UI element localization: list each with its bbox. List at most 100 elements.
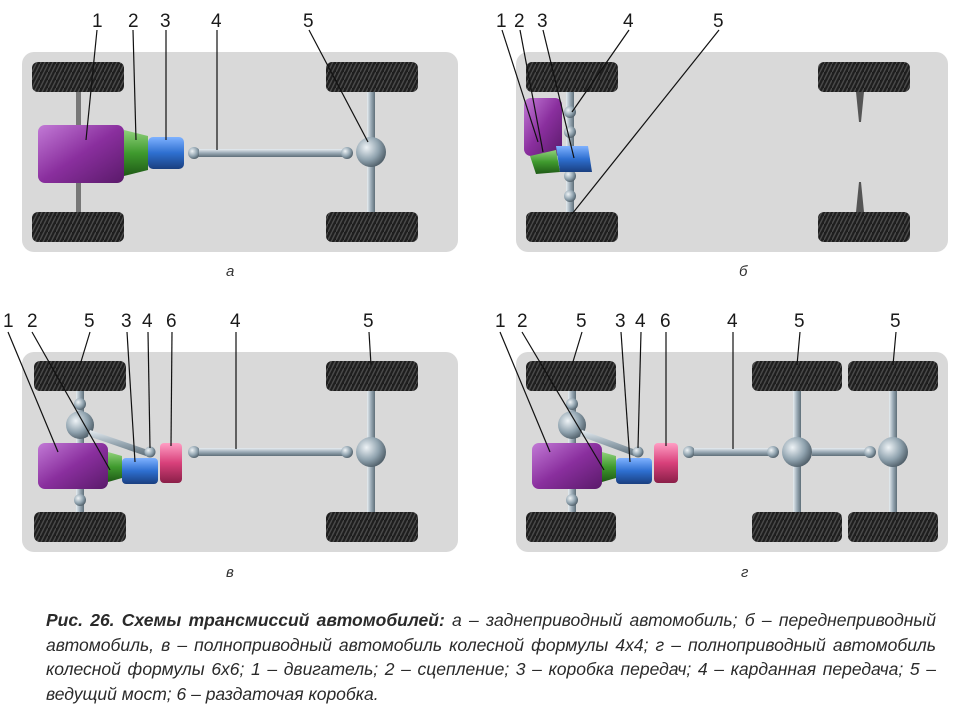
wheel [526, 62, 618, 92]
transfer-case [654, 443, 678, 483]
cv-joint [566, 494, 578, 506]
wheel [32, 212, 124, 242]
label-4: 4 [211, 11, 222, 32]
label-2: 2 [514, 11, 525, 32]
label-4: 4 [230, 311, 241, 332]
wheel [326, 62, 418, 92]
u-joint [341, 446, 353, 458]
front-propeller-shaft [88, 430, 148, 456]
clutch [602, 452, 616, 482]
cv-joint [74, 398, 86, 410]
u-joint [341, 147, 353, 159]
drive-axle-differential [356, 137, 386, 167]
wheel [326, 212, 418, 242]
wheel [34, 361, 126, 391]
front-propeller-shaft [580, 430, 636, 456]
panel-letter: в [226, 564, 234, 581]
u-joint [864, 446, 876, 458]
cv-joint [564, 106, 576, 118]
label-1: 1 [3, 311, 14, 332]
propeller-shaft [694, 448, 772, 456]
panel-g: 1 2 5 3 4 6 4 5 5 г [495, 311, 948, 581]
label-5: 5 [303, 11, 314, 32]
wheel [326, 512, 418, 542]
wheel [848, 512, 938, 542]
u-joint [144, 446, 156, 458]
wheel [326, 361, 418, 391]
label-5: 5 [713, 11, 724, 32]
u-joint [188, 147, 200, 159]
figure-caption: Рис. 26. Схемы трансмиссий автомобилей: … [46, 608, 936, 706]
propeller-shaft [199, 149, 344, 157]
clutch [108, 452, 122, 482]
wheel [818, 62, 910, 92]
u-joint [683, 446, 695, 458]
rear-drive-axle [356, 437, 386, 467]
wheel [34, 512, 126, 542]
label-5: 5 [576, 311, 587, 332]
engine [524, 98, 562, 156]
label-3: 3 [537, 11, 548, 32]
panel-b: 1 2 3 4 5 б [496, 11, 948, 280]
transmission-diagrams: 1 2 3 4 5 а 1 2 3 4 [3, 11, 948, 581]
label-2: 2 [128, 11, 139, 32]
wheel [526, 361, 616, 391]
rear-drive-axle [878, 437, 908, 467]
cv-joint [564, 126, 576, 138]
gearbox [556, 146, 592, 172]
rear-axle-stub [856, 182, 864, 212]
propeller-shaft [199, 448, 345, 456]
wheel [848, 361, 938, 391]
label-4: 4 [727, 311, 738, 332]
label-6: 6 [166, 311, 177, 332]
label-2: 2 [27, 311, 38, 332]
cv-joint [564, 190, 576, 202]
clutch [124, 130, 148, 176]
panel-a: 1 2 3 4 5 а [22, 11, 458, 280]
label-6: 6 [660, 311, 671, 332]
gearbox [616, 458, 652, 484]
label-5: 5 [890, 311, 901, 332]
wheel [752, 361, 842, 391]
u-joint [632, 446, 644, 458]
label-1: 1 [496, 11, 507, 32]
label-4: 4 [635, 311, 646, 332]
engine [38, 125, 124, 183]
u-joint [188, 446, 200, 458]
propeller-shaft [812, 448, 874, 456]
panel-letter: б [739, 263, 748, 280]
label-3: 3 [160, 11, 171, 32]
front-drive-axle [558, 411, 586, 439]
panel-v: 1 2 5 3 4 6 4 5 в [3, 311, 458, 581]
middle-drive-axle [782, 437, 812, 467]
caption-lead: Рис. 26. Схемы трансмиссий автомобилей: [46, 610, 445, 630]
engine [532, 443, 602, 489]
gearbox [148, 137, 184, 169]
label-2: 2 [517, 311, 528, 332]
caption-text: а – заднеприводный автомобиль; б – перед… [46, 610, 936, 704]
label-5: 5 [84, 311, 95, 332]
u-joint [767, 446, 779, 458]
label-4: 4 [623, 11, 634, 32]
clutch [530, 150, 560, 174]
transfer-case [160, 443, 182, 483]
cv-joint [564, 170, 576, 182]
panel-letter: а [226, 263, 234, 280]
front-drive-axle [66, 411, 94, 439]
label-1: 1 [92, 11, 103, 32]
label-5: 5 [363, 311, 374, 332]
rear-axle-stub [856, 92, 864, 122]
cv-joint [74, 494, 86, 506]
label-1: 1 [495, 311, 506, 332]
engine [38, 443, 108, 489]
panel-letter: г [741, 564, 749, 581]
cv-joint [566, 398, 578, 410]
label-5: 5 [794, 311, 805, 332]
chassis-frame [516, 52, 948, 252]
wheel [32, 62, 124, 92]
wheel [752, 512, 842, 542]
wheel [818, 212, 910, 242]
label-4: 4 [142, 311, 153, 332]
gearbox [122, 458, 158, 484]
label-3: 3 [615, 311, 626, 332]
